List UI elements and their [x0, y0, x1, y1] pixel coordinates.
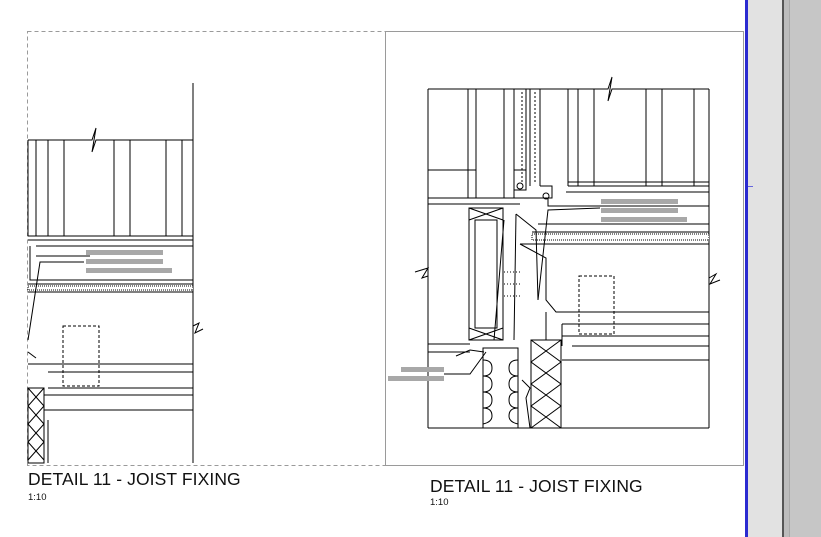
drawing-sheet[interactable]: DETAIL 11 - JOIST FIXING 1:10 DETAIL 11 …: [0, 0, 745, 537]
left-detail-linework: [27, 83, 204, 464]
viewport-title-right: DETAIL 11 - JOIST FIXING: [430, 476, 643, 496]
left-annotation-placeholder: [86, 250, 172, 273]
canvas-gutter: [748, 0, 782, 537]
viewport-frame-left[interactable]: [27, 31, 386, 466]
viewport-title-left: DETAIL 11 - JOIST FIXING: [28, 469, 241, 489]
viewport-frame-right[interactable]: [385, 31, 744, 466]
viewport-scale-right: 1:10: [430, 497, 449, 508]
scrollbar-thumb[interactable]: [789, 0, 821, 537]
gutter-divider: [782, 0, 784, 537]
right-detail-linework: [414, 76, 721, 429]
right-annotation-placeholder: [388, 199, 687, 381]
detail-drawings-canvas: [27, 31, 744, 466]
viewport-scale-left: 1:10: [28, 492, 47, 503]
tick-marker: [748, 186, 753, 187]
sheet-border: [745, 0, 748, 537]
